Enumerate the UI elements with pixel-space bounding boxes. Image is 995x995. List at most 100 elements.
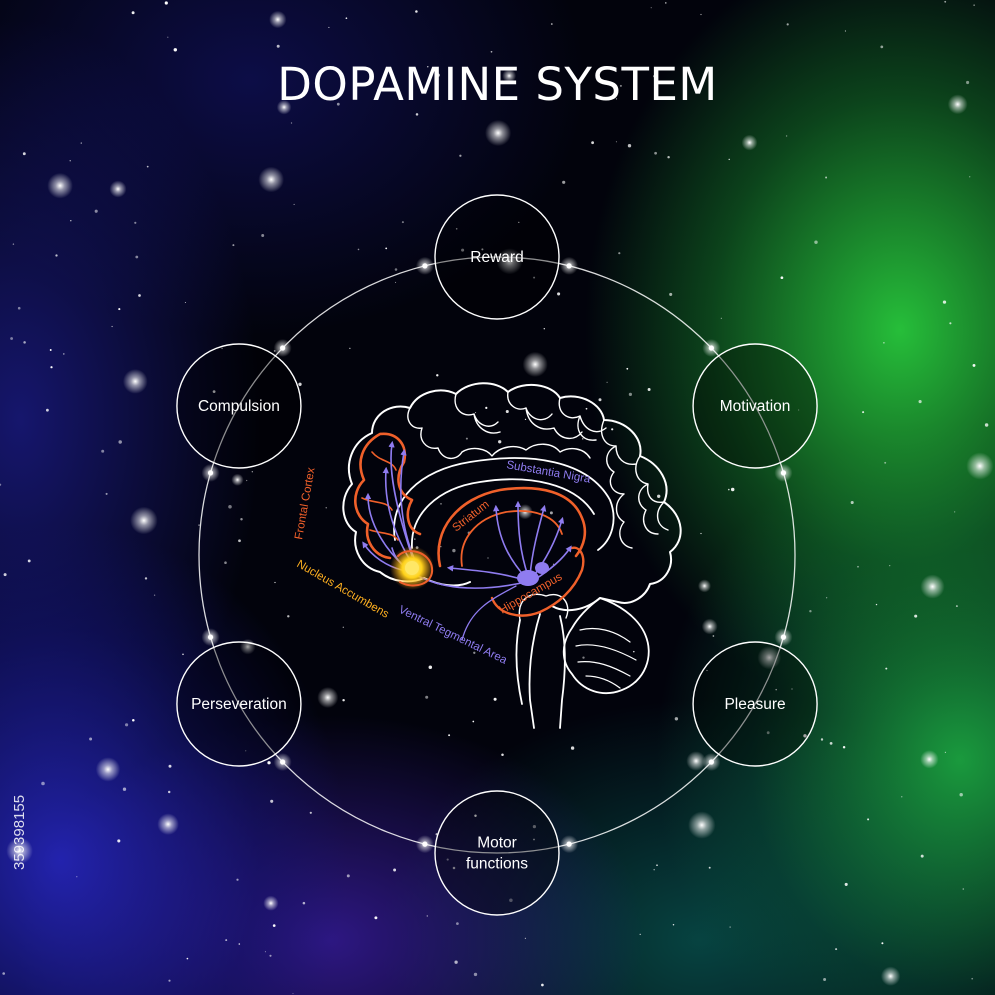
star [456,922,459,925]
star [236,878,239,881]
star [962,888,965,890]
star [436,73,440,77]
star [336,102,340,106]
bright-star [496,248,523,275]
star [532,825,537,829]
star [70,220,72,222]
node-label-line: Reward [470,249,523,266]
connector-dot [566,841,572,847]
star [598,398,602,402]
star [541,983,544,987]
bright-star [880,966,901,986]
bright-star [698,579,711,593]
star [618,252,621,255]
star [228,505,232,509]
star [509,898,513,903]
star [415,10,418,13]
star [615,98,618,100]
star [415,113,419,116]
star [374,916,378,920]
star [184,301,186,304]
star [2,972,6,975]
star [955,605,958,608]
star [490,50,493,53]
star [712,635,715,637]
star [862,411,865,414]
star [485,406,488,410]
node-label: Pleasure [724,696,785,713]
star [791,688,793,690]
star [455,228,458,230]
star [850,500,854,505]
star [639,933,641,936]
star [505,409,509,414]
connector-dot [207,634,214,640]
star [472,720,475,723]
star [901,796,903,798]
star [959,792,963,797]
node-motivation: Motivation [692,338,818,482]
corpus-callosum [393,457,615,551]
node-label-line: Motor [477,835,517,852]
star [452,866,456,870]
star [973,4,975,6]
star [657,494,661,498]
star [786,23,789,26]
star [533,276,536,279]
bright-star [701,618,718,635]
star [844,882,848,886]
star [46,408,49,412]
star [654,151,657,155]
bright-star [522,351,548,377]
star [401,221,404,224]
star [245,750,247,752]
star [971,977,974,980]
star [665,2,667,4]
node-circle [692,641,818,767]
star [493,697,497,701]
star [440,503,442,505]
star [69,160,71,162]
star [144,577,148,580]
star [918,400,922,404]
bright-star [686,751,706,771]
star [325,507,327,509]
star [452,548,456,553]
star [728,488,730,491]
star [857,565,859,568]
star [357,248,360,251]
star [775,688,777,691]
star [167,36,169,38]
node-circle [176,343,302,469]
star [949,322,952,325]
star [436,374,439,377]
striatum-inner [460,510,563,567]
star [413,538,416,540]
star [118,440,122,444]
star [349,347,351,349]
star [518,221,520,224]
node-label-line: Pleasure [724,696,785,713]
connection-ring [198,256,796,854]
star [146,165,149,168]
star [27,559,31,563]
connector-dot [780,470,787,476]
star [264,951,266,953]
star [49,349,52,351]
star [346,874,350,878]
cerebellum [562,597,650,695]
star [889,564,891,567]
watermark-id: 359398155 [11,795,28,870]
star [276,44,280,48]
star [611,428,614,431]
brainstem [515,613,566,729]
star [647,388,651,391]
star [232,244,235,247]
bright-star [122,369,148,394]
star [797,409,800,411]
star [448,734,451,737]
star [167,790,171,794]
node-label-line: Perseveration [191,696,287,713]
star [198,524,201,527]
